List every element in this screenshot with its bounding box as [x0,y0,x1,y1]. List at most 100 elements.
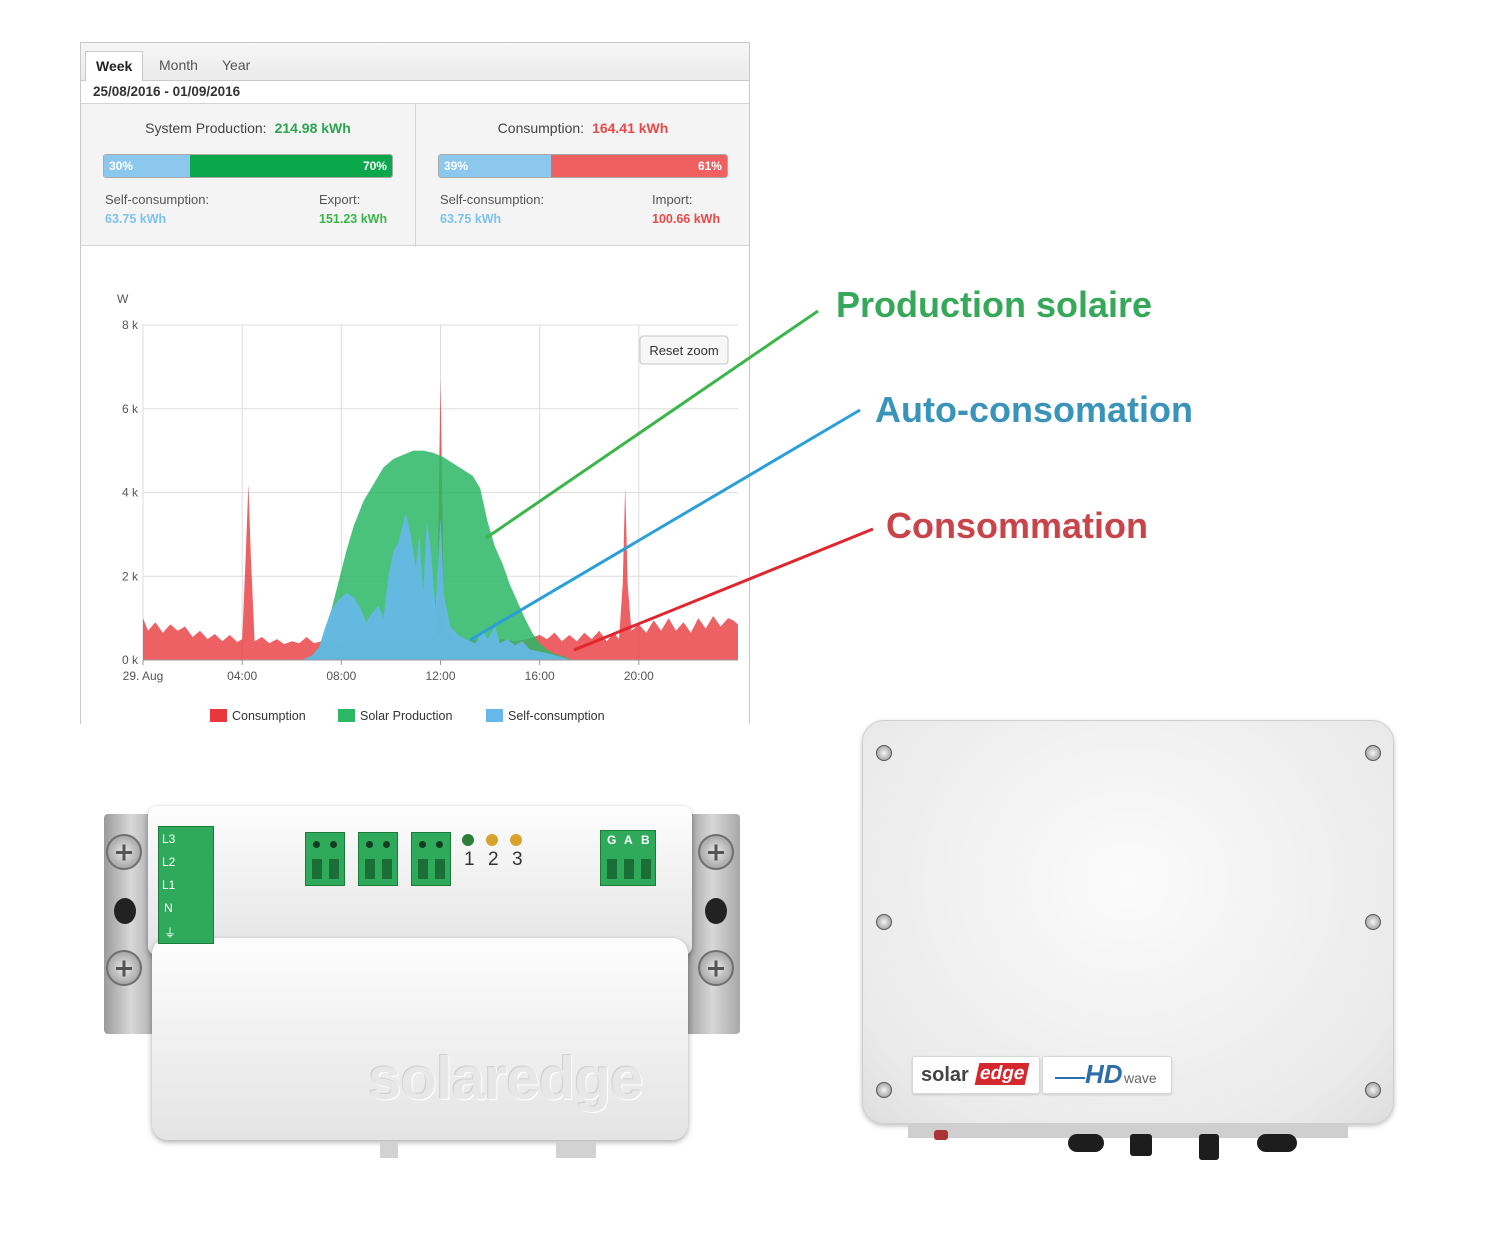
reset-zoom-label[interactable]: Reset zoom [649,343,718,358]
bolt-icon [1365,745,1381,761]
led-label-3: 3 [512,849,523,870]
annotation-line-consumption [573,527,874,652]
y-tick-label: 4 k [122,486,139,500]
x-tick-label: 08:00 [326,669,356,683]
ct-terminal-l1 [411,832,451,886]
meter-cover [152,938,688,1140]
inverter-photo: solar edge HD wave [862,720,1396,1162]
bolt-icon [876,1082,892,1098]
screw-icon [106,950,142,986]
mounting-hole [705,898,727,924]
brand-solar: solar [921,1064,969,1086]
annotation-lines [469,309,874,652]
production-self-segment: 30% [104,155,191,177]
terminal-label-ground: ⏚ [164,926,177,940]
screw-icon [698,834,734,870]
production-self-value: 63.75 kWh [105,212,167,226]
terminal-label-n: N [164,901,173,915]
legend-label[interactable]: Consumption [232,709,306,723]
led-1 [462,834,474,846]
y-tick-label: 8 k [122,318,139,332]
consumption-self-value: 63.75 kWh [440,212,502,226]
bolt-icon [876,914,892,930]
screw-icon [698,950,734,986]
bolt-icon [1365,1082,1381,1098]
consumption-self-segment: 39% [439,155,552,177]
production-export-segment: 70% [190,155,392,177]
energy-summary: System Production: 214.98 kWh 30% 70% Sel… [81,103,749,247]
mounting-hole [114,898,136,924]
meter-clip [556,1142,596,1158]
terminal-label-a: A [624,833,633,847]
consumption-title-label: Consumption: [497,120,585,136]
consumption-split-bar: 39% 61% [438,154,728,178]
annotation-production: Production solaire [836,284,1153,325]
hd-text: HD [1085,1059,1123,1089]
hd-wave-label: HD wave [1042,1056,1172,1094]
export-value: 151.23 kWh [319,212,388,226]
x-tick-label: 29. Aug [123,669,164,683]
chart-axes: 0 k 2 k 4 k 6 k 8 k 29. Aug 04:00 08:00 12:00 16:… [122,318,738,683]
legend-swatch[interactable] [338,709,355,722]
ct-terminal-l2 [358,832,398,886]
reset-zoom-frame[interactable] [639,335,729,365]
legend-swatch[interactable] [210,709,227,722]
import-label: Import: [652,192,693,207]
cable-gland [1068,1134,1104,1152]
series-area-self-consumption [301,513,572,660]
legend-swatch[interactable] [486,709,503,722]
tab-month[interactable]: Month [159,57,198,73]
terminal-label-l3: L3 [162,832,176,846]
production-title-label: System Production: [145,120,267,136]
wave-text: wave [1124,1070,1157,1086]
wave-icon [1055,1077,1085,1079]
cable-gland [1257,1134,1297,1152]
tab-year[interactable]: Year [222,57,251,73]
ct-terminal-l3 [305,832,345,886]
export-label: Export: [319,192,361,207]
x-tick-label: 04:00 [227,669,257,683]
terminal-label-g: G [607,833,617,847]
led-2 [486,834,498,846]
x-tick-label: 16:00 [525,669,555,683]
cable-gland [934,1130,948,1140]
rs485-terminal [600,830,656,886]
meter-brand-emboss: solaredge [368,1045,643,1112]
led-label-1: 1 [464,849,475,870]
production-summary: System Production: 214.98 kWh 30% 70% Sel… [81,104,415,247]
terminal-label-b: B [641,833,650,847]
tab-week[interactable]: Week [85,51,144,82]
series-area-solar-production [301,450,572,660]
date-range: 25/08/2016 - 01/09/2016 [93,84,241,99]
y-tick-label: 6 k [122,402,139,416]
legend-label[interactable]: Self-consumption [508,709,605,723]
production-total: 214.98 kWh [274,120,351,136]
consumption-total: 164.41 kWh [592,120,669,136]
consumption-summary: Consumption: 164.41 kWh 39% 61% Self-cons… [415,104,749,247]
reset-zoom-button[interactable]: Reset zoom [639,335,729,365]
x-tick-label: 20:00 [624,669,654,683]
meter-clip [380,1142,398,1158]
chart-legend: Consumption Solar Production Self-consumpt… [210,709,605,723]
production-split-bar: 30% 70% [103,154,393,178]
inverter-bottom-flange [908,1124,1348,1138]
legend-label[interactable]: Solar Production [360,709,452,723]
bolt-icon [1365,914,1381,930]
x-tick-label: 12:00 [425,669,455,683]
energy-meter-photo: solaredge L3 L2 L1 N ⏚ 1 2 3 G [100,800,745,1165]
mains-terminal-block [158,826,214,944]
consumption-import-segment: 61% [551,155,727,177]
cable-gland [1199,1134,1219,1160]
chart-series [143,379,738,660]
production-title: System Production: 214.98 kWh [81,120,415,136]
consumption-title: Consumption: 164.41 kWh [416,120,750,136]
y-tick-label: 2 k [122,569,139,583]
led-3 [510,834,522,846]
consumption-self-label: Self-consumption: [440,192,545,207]
led-label-2: 2 [488,849,499,870]
y-tick-label: 0 k [122,653,139,667]
bolt-icon [876,745,892,761]
production-self-label: Self-consumption: [105,192,210,207]
